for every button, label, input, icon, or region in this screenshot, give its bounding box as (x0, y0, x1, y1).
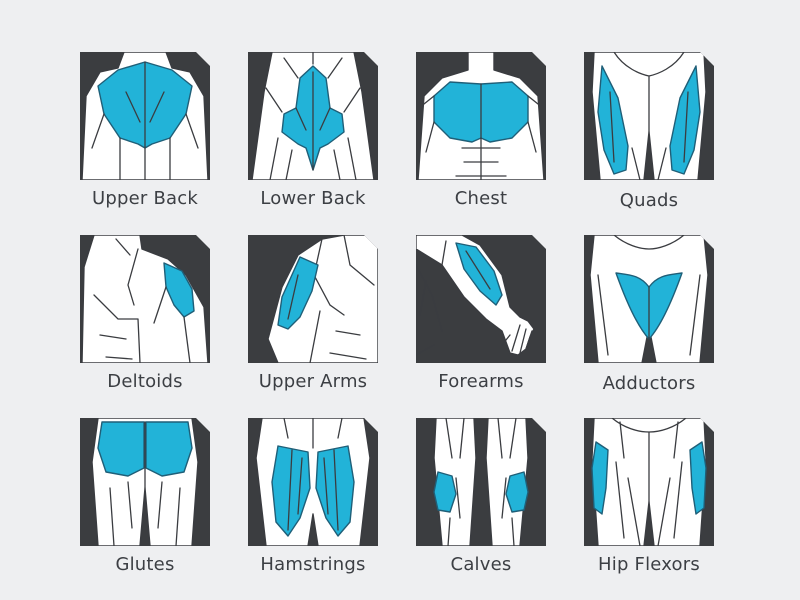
deltoids-illustration (80, 235, 210, 363)
quads-illustration (584, 52, 714, 180)
quads-label: Quads (619, 190, 679, 211)
calves-illustration (416, 418, 546, 546)
glutes-illustration (80, 418, 210, 546)
calves-label: Calves (450, 554, 512, 575)
hamstrings-label: Hamstrings (260, 554, 366, 575)
hamstrings-illustration (248, 418, 378, 546)
deltoids-label: Deltoids (107, 371, 183, 392)
muscle-card-hamstrings[interactable]: Hamstrings (248, 418, 378, 575)
muscle-card-quads[interactable]: Quads (584, 52, 714, 211)
upper-arms-label: Upper Arms (258, 371, 368, 392)
adductors-label: Adductors (602, 373, 696, 394)
muscle-card-upper-arms[interactable]: Upper Arms (248, 235, 378, 392)
upper-arms-illustration (248, 235, 378, 363)
upper-back-label: Upper Back (92, 188, 198, 209)
muscle-card-deltoids[interactable]: Deltoids (80, 235, 210, 392)
muscle-card-glutes[interactable]: Glutes (80, 418, 210, 575)
muscle-card-lower-back[interactable]: Lower Back (248, 52, 378, 209)
muscle-card-upper-back[interactable]: Upper Back (80, 52, 210, 209)
hip-flexors-label: Hip Flexors (598, 554, 700, 575)
chest-illustration (416, 52, 546, 180)
hip-flexors-illustration (584, 418, 714, 546)
glutes-label: Glutes (115, 554, 175, 575)
adductors-illustration (584, 235, 714, 363)
muscle-card-adductors[interactable]: Adductors (584, 235, 714, 394)
muscle-card-chest[interactable]: Chest (416, 52, 546, 209)
muscle-card-forearms[interactable]: Forearms (416, 235, 546, 392)
lower-back-illustration (248, 52, 378, 180)
forearms-label: Forearms (438, 371, 524, 392)
upper-back-illustration (80, 52, 210, 180)
muscle-card-calves[interactable]: Calves (416, 418, 546, 575)
forearms-illustration (416, 235, 546, 363)
muscle-card-hip-flexors[interactable]: Hip Flexors (584, 418, 714, 575)
lower-back-label: Lower Back (260, 188, 366, 209)
chest-label: Chest (454, 188, 508, 209)
